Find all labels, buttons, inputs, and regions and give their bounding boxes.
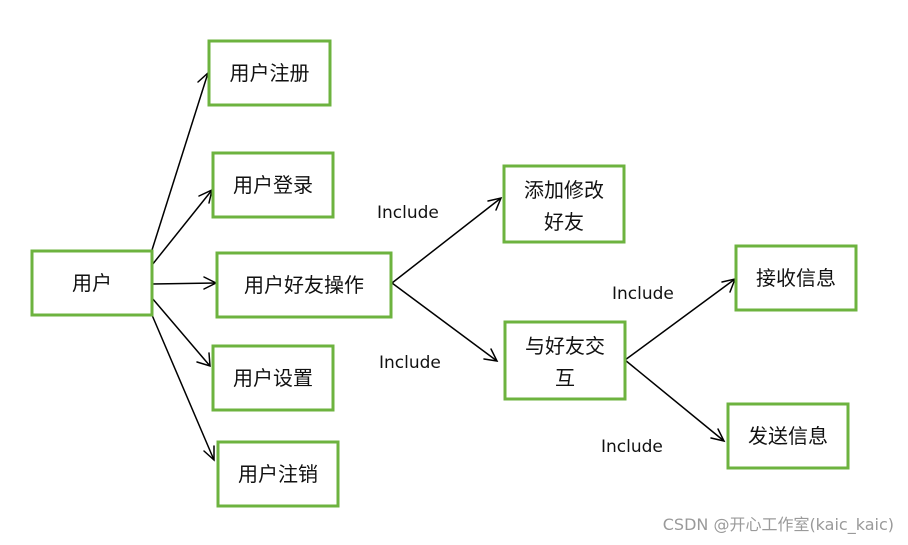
node-user-label: 用户 — [72, 271, 112, 295]
edge-user-friend-ops — [151, 282, 217, 285]
include-label-add: Include — [377, 203, 439, 223]
node-friend-ops: 用户好友操作 — [215, 251, 393, 319]
arrowhead-logout — [203, 445, 215, 462]
include-label-send: Include — [601, 437, 663, 457]
node-settings: 用户设置 — [211, 344, 335, 412]
node-interact-friend: 与好友交 互 — [503, 320, 627, 401]
node-logout-label: 用户注销 — [238, 462, 318, 486]
arrowhead-settings — [196, 352, 211, 368]
watermark: CSDN @开心工作室(kaic_kaic) — [662, 515, 894, 534]
node-register: 用户注册 — [207, 39, 332, 107]
edge-user-login — [151, 189, 213, 266]
node-add-edit-friend: 添加修改 好友 — [502, 164, 626, 244]
node-add-edit-friend-line1: 添加修改 — [524, 178, 604, 202]
edge-user-register — [151, 72, 209, 251]
arrowhead-send — [710, 428, 726, 443]
node-logout: 用户注销 — [216, 440, 340, 508]
node-send-msg-label: 发送信息 — [748, 424, 828, 448]
node-login-label: 用户登录 — [233, 173, 313, 197]
include-label-interact: Include — [379, 353, 441, 373]
node-send-msg: 发送信息 — [726, 402, 850, 470]
edge-friendops-add — [391, 197, 502, 284]
node-receive-msg-label: 接收信息 — [756, 266, 836, 290]
node-interact-friend-line2: 互 — [555, 366, 575, 390]
edge-friendops-interact — [391, 282, 498, 362]
node-interact-friend-line1: 与好友交 — [525, 334, 605, 358]
node-user: 用户 — [30, 249, 154, 317]
edge-interact-send — [624, 359, 725, 442]
arrowhead-add — [487, 196, 503, 211]
arrowhead-interact — [483, 348, 499, 362]
edge-user-settings — [151, 297, 211, 367]
node-login: 用户登录 — [211, 151, 335, 219]
edges — [151, 72, 736, 461]
edge-interact-receive — [624, 278, 736, 361]
node-receive-msg: 接收信息 — [734, 244, 858, 312]
node-settings-label: 用户设置 — [233, 366, 313, 390]
node-add-edit-friend-line2: 好友 — [544, 210, 584, 234]
include-label-receive: Include — [612, 284, 674, 304]
node-friend-ops-label: 用户好友操作 — [244, 273, 364, 297]
edge-user-logout — [151, 314, 215, 461]
node-register-label: 用户注册 — [230, 61, 310, 85]
